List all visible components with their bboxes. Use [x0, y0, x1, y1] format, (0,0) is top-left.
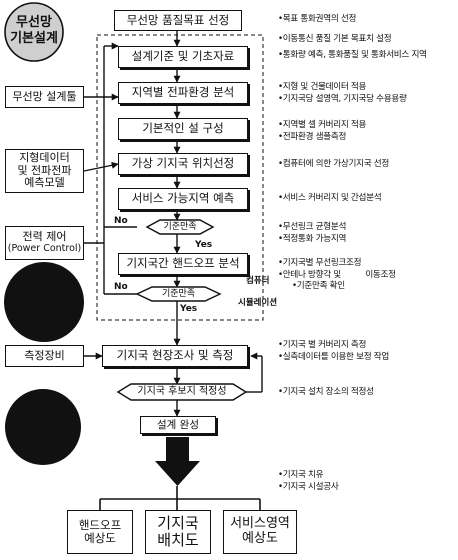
- note-6: •컴퓨터에 의한 가상기지국 선정: [278, 159, 389, 169]
- terrain-line3: 예측모델: [24, 176, 65, 190]
- note-2: •이동통신 품질 기본 목표치 설정: [278, 34, 392, 44]
- note-5b: •전파환경 샘플측정: [278, 131, 347, 142]
- output-site-layout-line2: 배치도: [157, 531, 199, 549]
- decision-shape-1: [145, 219, 215, 235]
- output-service-area-line1: 서비스영역: [230, 516, 290, 532]
- terrain-data-box: 지형데이터 및 전파전파 예측모델: [5, 149, 84, 193]
- note-10: •기지국 별 커버리지 측정 •실측데이터를 이용한 보정 작업: [278, 340, 389, 363]
- decision-label-3: 기지국 후보지 적정성: [137, 386, 227, 397]
- output-service-area: 서비스영역 예상도: [223, 510, 297, 554]
- note-10a: •기지국 별 커버리지 측정: [278, 340, 367, 350]
- note-10b: •실측데이터를 이용한 보정 작업: [278, 351, 389, 362]
- output-service-area-line2: 예상도: [242, 531, 278, 546]
- no-label-1: No: [114, 216, 128, 226]
- decision-label-1: 기준만족: [163, 222, 197, 232]
- badge-label: 무선망 기본설계: [5, 15, 63, 46]
- note-4a: •지형 및 건물데이터 적용: [278, 82, 367, 92]
- note-9c: •기준만족 확인: [292, 281, 345, 292]
- black-circle-upper: [4, 262, 84, 342]
- note-5: •지역별 셀 커버리지 적용 •전파환경 샘플측정: [278, 120, 366, 143]
- note-5a: •지역별 셀 커버리지 적용: [278, 120, 367, 130]
- note-9a: •기지국별 무선링크조정: [278, 258, 362, 268]
- terrain-line2: 및 전파전파: [17, 163, 72, 177]
- note-9b: •안테나 방향각 및: [278, 269, 341, 280]
- decision-shape-2: [135, 286, 222, 302]
- output-handoff: 핸드오프 예상도: [67, 510, 133, 554]
- badge-circle: [4, 2, 64, 62]
- output-handoff-line1: 핸드오프: [78, 517, 122, 532]
- note-12a: •기지국 치유: [278, 470, 324, 480]
- step-design-basis: 설계기준 및 기초자료: [118, 46, 248, 68]
- decision-label-2: 기준만족: [161, 289, 196, 299]
- note-9: •기지국별 무선링크조정 •안테나 방향각 및 이동조정 •기준만족 확인: [278, 258, 396, 293]
- badge-line2: 기본설계: [10, 30, 58, 46]
- badge-line1: 무선망: [16, 15, 52, 30]
- power-line2: (Power Control): [7, 242, 82, 254]
- step-handoff-analysis: 기지국간 핸드오프 분석: [118, 253, 248, 275]
- black-circle-lower: [5, 389, 81, 465]
- no-label-2: No: [114, 282, 128, 292]
- computer-tag: 컴퓨터: [246, 276, 270, 286]
- measurement-equipment-box: 측정장비: [5, 345, 84, 367]
- power-control-box: 전력 제어 (Power Control): [5, 226, 84, 260]
- simulation-region: [96, 34, 264, 321]
- output-handoff-line2: 예상도: [84, 531, 116, 545]
- note-9b-row: •안테나 방향각 및 이동조정: [278, 270, 396, 282]
- output-site-layout-line1: 기지국: [157, 513, 199, 532]
- output-site-layout: 기지국 배치도: [145, 510, 211, 554]
- note-11: •기지국 설치 장소의 적정성: [278, 387, 374, 397]
- step-quality-target: 무선망 품질목표 선정: [114, 10, 242, 31]
- step-service-area-prediction: 서비스 가능지역 예측: [118, 188, 248, 210]
- yes-label-2: Yes: [180, 304, 198, 314]
- note-7: •서비스 커버리지 및 간섭분석: [278, 193, 382, 203]
- note-12: •기지국 치유 •기지국 시설공사: [278, 470, 339, 493]
- yes-label-1: Yes: [195, 240, 213, 250]
- step-propagation-analysis: 지역별 전파환경 분석: [118, 82, 248, 104]
- note-1: •목표 통화권역의 선정: [278, 14, 357, 24]
- step-design-complete: 설계 완성: [140, 416, 216, 434]
- note-8a: •무선링크 균형분석: [278, 222, 347, 232]
- design-tool-box: 무선망 설계툴: [5, 86, 84, 108]
- note-4b: •기지국당 설영역, 기지국당 수용용량: [278, 93, 407, 104]
- note-4: •지형 및 건물데이터 적용 •기지국당 설영역, 기지국당 수용용량: [278, 82, 407, 105]
- big-down-arrow: [155, 437, 200, 486]
- simulation-tag: 시뮬레이션: [238, 298, 278, 308]
- step-site-survey: 기지국 현장조사 및 측정: [102, 345, 248, 367]
- note-8: •무선링크 균형분석 •적정통화 가능지역: [278, 222, 346, 245]
- decision-shape-3: [116, 383, 248, 401]
- note-9b2: 이동조정: [365, 269, 396, 280]
- terrain-line1: 지형데이터: [19, 151, 70, 165]
- step-basic-cell-config: 기본적인 설 구성: [118, 118, 248, 140]
- note-3: •통화량 예측, 통화품질 및 통화서비스 지역: [278, 50, 427, 60]
- note-8b: •적정통화 가능지역: [278, 233, 347, 244]
- step-virtual-site-selection: 가상 기지국 위치선정: [118, 153, 248, 175]
- note-12b: •기지국 시설공사: [278, 481, 339, 492]
- power-line1: 전력 제어: [22, 230, 67, 244]
